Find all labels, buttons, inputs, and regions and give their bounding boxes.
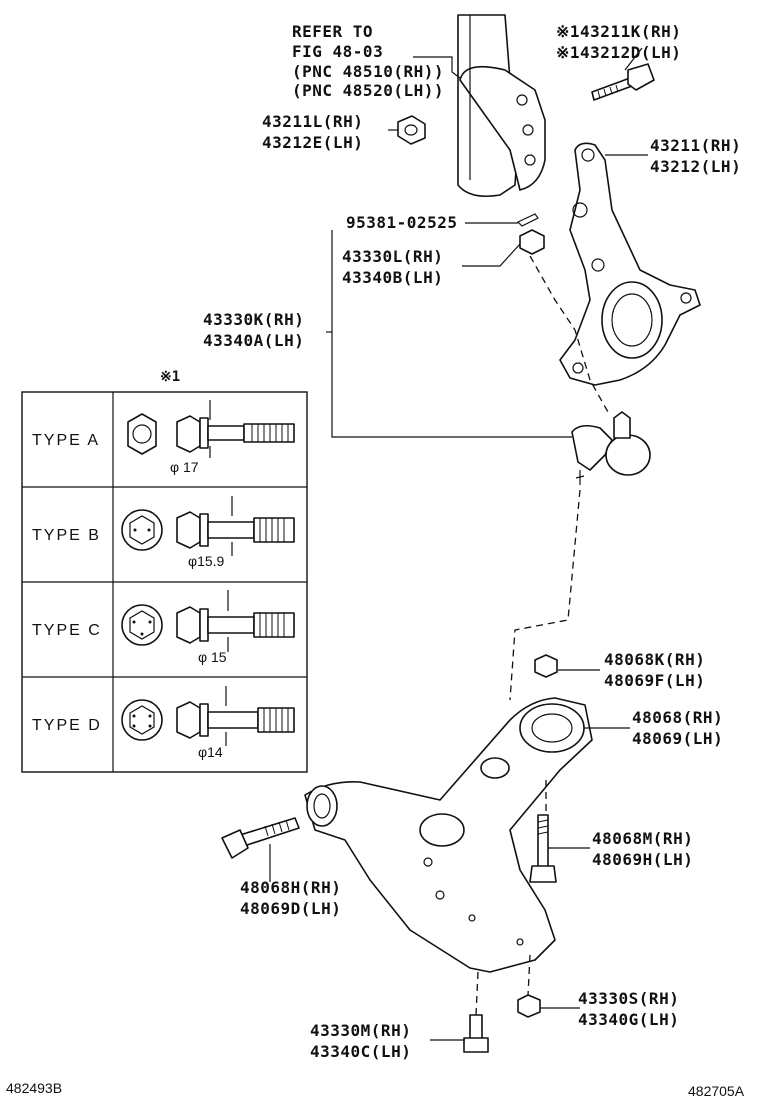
bushing-nut-illustration	[534, 654, 558, 678]
label-43212E: 43212E(LH)	[262, 133, 363, 152]
label-48068H: 48068H(RH)	[240, 878, 341, 897]
refer-note: REFER TO FIG 48-03 (PNC 48510(RH)) (PNC …	[292, 22, 444, 100]
leader-lines	[269, 47, 648, 1041]
label-43212: 43212(LH)	[650, 157, 741, 176]
type-c-label: TYPE C	[32, 622, 102, 639]
type-b-label: TYPE B	[32, 527, 101, 544]
label-43212D: ※143212D(LH)	[556, 43, 681, 62]
ball-joint-illustration	[571, 411, 651, 485]
type-c-diameter: φ 15	[198, 649, 227, 665]
label-48068K: 48068K(RH)	[604, 650, 705, 669]
type-a-diameter: φ 17	[170, 459, 199, 475]
label-43211: 43211(RH)	[650, 136, 741, 155]
steering-knuckle-illustration	[559, 142, 701, 386]
label-43211L: 43211L(RH)	[262, 112, 363, 131]
vertical-bolt-illustration	[529, 814, 557, 883]
table-header-mark: ※1	[160, 369, 180, 385]
castle-nut-illustration	[519, 229, 545, 255]
label-48068M: 48068M(RH)	[592, 829, 693, 848]
label-48069: 48069(LH)	[632, 729, 723, 748]
label-43340B: 43340B(LH)	[342, 268, 443, 287]
refer-line-1: REFER TO	[292, 22, 373, 41]
label-43340A: 43340A(LH)	[203, 331, 304, 350]
refer-line-3: (PNC 48510(RH))	[292, 62, 444, 81]
assembly-dashed-lines	[475, 255, 609, 1016]
footer-right-code: 482705A	[688, 1083, 745, 1099]
type-b-diameter: φ15.9	[188, 553, 225, 569]
label-43330L: 43330L(RH)	[342, 247, 443, 266]
type-d-diameter: φ14	[198, 744, 223, 760]
table-row: TYPE B φ15.9	[32, 496, 295, 569]
label-43211K: ※143211K(RH)	[556, 22, 681, 41]
label-43330K: 43330K(RH)	[203, 310, 304, 329]
table-row: TYPE D φ14	[32, 686, 295, 760]
cotter-pin-illustration	[516, 213, 539, 227]
knuckle-bolt-illustration	[591, 63, 655, 101]
bolt-type-table: ※1 TYPE A φ 17 TYPE B	[21, 369, 308, 773]
lower-arm-illustration	[304, 697, 593, 973]
label-43340G: 43340G(LH)	[578, 1010, 679, 1029]
label-95381: 95381-02525	[346, 213, 457, 232]
table-row: TYPE C φ 15	[32, 590, 295, 665]
strut-assembly-illustration	[457, 14, 546, 198]
label-48069F: 48069F(LH)	[604, 671, 705, 690]
label-43330M: 43330M(RH)	[310, 1021, 411, 1040]
label-48069H: 48069H(LH)	[592, 850, 693, 869]
table-row: TYPE A φ 17	[32, 400, 295, 475]
label-48068: 48068(RH)	[632, 708, 723, 727]
horizontal-bolt-illustration	[221, 817, 300, 859]
refer-line-2: FIG 48-03	[292, 42, 383, 61]
ball-joint-nut-illustration	[517, 994, 541, 1018]
label-43330S: 43330S(RH)	[578, 989, 679, 1008]
label-48069D: 48069D(LH)	[240, 899, 341, 918]
type-a-label: TYPE A	[32, 432, 100, 449]
type-d-label: TYPE D	[32, 717, 102, 734]
refer-line-4: (PNC 48520(LH))	[292, 81, 444, 100]
ball-joint-bolt-illustration	[463, 1014, 489, 1053]
footer-left-code: 482493B	[6, 1080, 62, 1096]
label-43340C: 43340C(LH)	[310, 1042, 411, 1061]
strut-nut-illustration	[397, 115, 426, 145]
